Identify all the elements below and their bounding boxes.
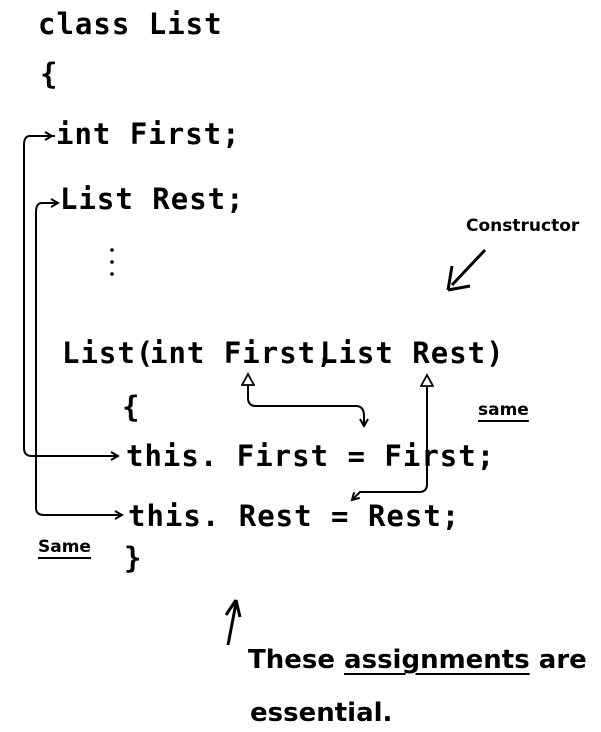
constructor-open-brace: { <box>122 390 141 424</box>
label-same-left: Same <box>38 537 91 557</box>
label-constructor: Constructor <box>466 216 580 236</box>
arrow-note <box>226 602 238 646</box>
arrow-constructor <box>450 248 487 287</box>
note-line2: essential. <box>250 698 393 728</box>
ellipsis-dot <box>110 248 114 252</box>
class-header: class List <box>38 7 223 41</box>
arrow-constructor-head <box>446 265 471 292</box>
note-line1: These assignments are <box>248 647 587 673</box>
class-open-brace: { <box>40 57 59 91</box>
constructor-close-brace: } <box>124 541 143 575</box>
constructor-param-rest: List Rest) <box>320 336 505 370</box>
arrow-param-rest-link <box>352 388 428 500</box>
constructor-name: List( <box>62 336 155 370</box>
note-suffix: are <box>529 645 587 675</box>
assign-first: this. First = First; <box>126 439 496 473</box>
note-prefix: These <box>248 645 345 675</box>
arrow-note-head <box>224 599 242 618</box>
label-same-right: same <box>478 400 529 420</box>
constructor-param-first: int First, <box>150 336 335 370</box>
arrow-rest-field-to-assign <box>35 202 122 515</box>
assign-rest: this. Rest = Rest; <box>128 499 461 533</box>
ellipsis-dot <box>110 260 114 264</box>
ellipsis-dot <box>110 272 114 276</box>
note-underlined: assignments <box>344 645 530 675</box>
arrow-first-field-to-assign <box>23 135 118 456</box>
field-rest: List Rest; <box>60 182 245 216</box>
field-first: int First; <box>56 117 241 151</box>
arrow-param-first-link <box>247 388 364 426</box>
